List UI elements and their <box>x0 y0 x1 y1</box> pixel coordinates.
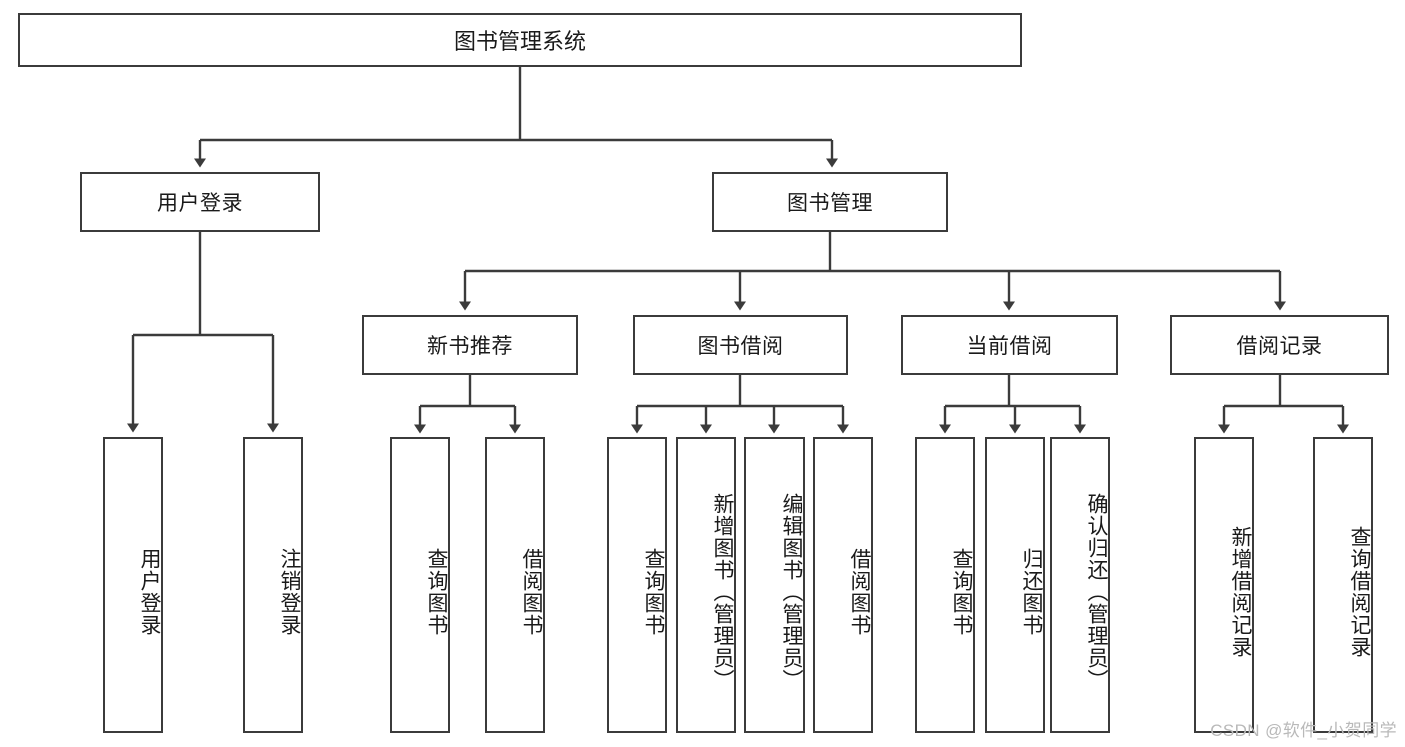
node-leaf-edit-book[interactable]: 编辑图书（管理员） <box>744 437 805 733</box>
node-label: 图书借阅 <box>697 335 784 358</box>
node-leaf-user-login[interactable]: 用户登录 <box>103 437 163 733</box>
node-label: 图书管理系统 <box>453 29 586 54</box>
node-user-login[interactable]: 用户登录 <box>80 172 320 232</box>
node-label: 新增图书（管理员） <box>711 493 734 691</box>
node-label: 用户登录 <box>138 548 161 636</box>
node-label: 确认归还（管理员） <box>1085 493 1108 691</box>
node-leaf-query-record[interactable]: 查询借阅记录 <box>1313 437 1373 733</box>
node-leaf-user-logout[interactable]: 注销登录 <box>243 437 303 733</box>
node-label: 借阅图书 <box>520 548 543 636</box>
node-label: 查询图书 <box>950 548 973 636</box>
node-leaf-query-book-3[interactable]: 查询图书 <box>915 437 975 733</box>
node-current-borrow[interactable]: 当前借阅 <box>901 315 1118 375</box>
node-leaf-borrow-book-2[interactable]: 借阅图书 <box>813 437 873 733</box>
node-book-borrow[interactable]: 图书借阅 <box>633 315 848 375</box>
node-leaf-add-book[interactable]: 新增图书（管理员） <box>676 437 736 733</box>
node-label: 归还图书 <box>1020 548 1043 636</box>
node-leaf-confirm-return[interactable]: 确认归还（管理员） <box>1050 437 1110 733</box>
node-leaf-query-book-2[interactable]: 查询图书 <box>607 437 667 733</box>
node-leaf-query-book-1[interactable]: 查询图书 <box>390 437 450 733</box>
node-label: 借阅记录 <box>1236 335 1323 358</box>
node-root-system[interactable]: 图书管理系统 <box>18 13 1022 67</box>
node-label: 注销登录 <box>278 548 301 636</box>
node-book-manage[interactable]: 图书管理 <box>712 172 948 232</box>
node-leaf-borrow-book-1[interactable]: 借阅图书 <box>485 437 545 733</box>
node-borrow-record[interactable]: 借阅记录 <box>1170 315 1389 375</box>
node-new-book-rec[interactable]: 新书推荐 <box>362 315 578 375</box>
node-label: 编辑图书（管理员） <box>780 493 803 691</box>
node-label: 用户登录 <box>157 192 243 215</box>
node-label: 借阅图书 <box>848 548 871 636</box>
node-label: 查询借阅记录 <box>1348 526 1371 658</box>
node-leaf-return-book[interactable]: 归还图书 <box>985 437 1045 733</box>
node-label: 新增借阅记录 <box>1229 526 1252 658</box>
node-label: 查询图书 <box>642 548 665 636</box>
node-leaf-add-record[interactable]: 新增借阅记录 <box>1194 437 1254 733</box>
node-label: 新书推荐 <box>427 335 513 358</box>
watermark-text: CSDN @软件_小贺同学 <box>1210 721 1397 740</box>
node-label: 图书管理 <box>787 192 873 215</box>
node-label: 查询图书 <box>425 548 448 636</box>
node-label: 当前借阅 <box>966 335 1053 358</box>
